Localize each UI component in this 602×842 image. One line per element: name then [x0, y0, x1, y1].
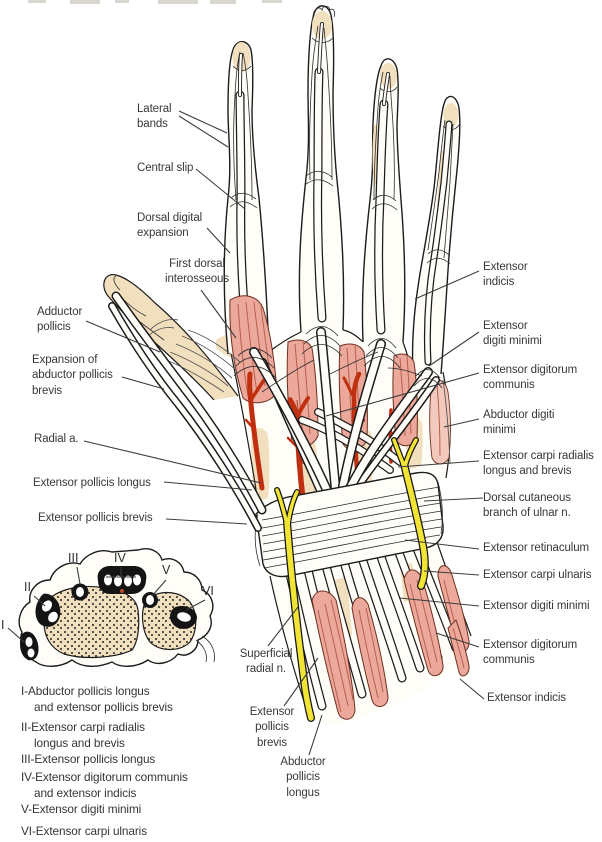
compartment-2	[35, 593, 61, 627]
compartment-1	[20, 631, 39, 661]
label-abductor-pollicis-longus-lower: Abductor pollicis longus	[280, 756, 326, 799]
inset-numeral-5: V	[162, 563, 171, 577]
label-dorsal-cutaneous-ulnar: Dorsal cutaneous branch of ulnar n.	[483, 492, 571, 520]
label-dorsal-digital-expansion: Dorsal digital expansion	[137, 212, 203, 240]
legend-item-5: V-Extensor digiti minimi	[21, 802, 142, 816]
label-extensor-indicis-upper: Extensor indicis	[483, 261, 528, 289]
leader-lines	[7, 110, 485, 756]
label-adductor-pollicis: Adductor pollicis	[37, 306, 83, 334]
inset-numeral-3: III	[68, 551, 79, 565]
label-extensor-carpi-ulnaris: Extensor carpi ulnaris	[483, 569, 592, 581]
label-extensor-carpi-radialis: Extensor carpi radialis longus and brevi…	[483, 450, 594, 478]
top-edge-smudges	[28, 0, 282, 4]
compartment-4	[97, 566, 147, 594]
label-extensor-digitorum-communis-lower: Extensor digitorum communis	[483, 639, 578, 667]
thumb-tendons	[108, 291, 267, 532]
label-central-slip: Central slip	[137, 162, 194, 174]
knuckle-hoods	[233, 326, 443, 389]
label-extensor-pollicis-longus: Extensor pollicis longus	[33, 477, 151, 489]
legend-item-6: VI-Extensor carpi ulnaris	[21, 824, 148, 838]
legend-item-2: II-Extensor carpi radialis longus and br…	[21, 720, 145, 750]
label-extensor-indicis-lower: Extensor indicis	[487, 692, 566, 704]
label-first-dorsal-interosseous: First dorsal interosseous	[164, 258, 229, 286]
dorsal-ulnar-cutaneous-nerve	[391, 437, 429, 590]
superficial-radial-nerve	[274, 487, 315, 722]
little-finger	[411, 95, 461, 375]
legend-item-4: IV-Extensor digitorum communis and exten…	[21, 770, 188, 800]
label-radial-artery: Radial a.	[34, 433, 79, 445]
label-extensor-pollicis-brevis-lower: Extensor pollicis brevis	[249, 706, 295, 749]
label-extensor-pollicis-brevis: Extensor pollicis brevis	[38, 512, 153, 524]
inset-numeral-4: IV	[114, 551, 126, 565]
compartment-6	[170, 606, 197, 629]
inset-numeral-1: I	[1, 618, 5, 632]
label-superficial-radial-nerve: Superficial radial n.	[239, 648, 293, 676]
nerves	[274, 437, 429, 722]
compartment-3	[71, 583, 89, 601]
label-extensor-digiti-minimi-upper: Extensor digiti minimi	[483, 320, 542, 348]
ring-finger	[361, 58, 406, 343]
compartment-5	[142, 592, 158, 608]
label-extensor-retinaculum: Extensor retinaculum	[483, 542, 590, 554]
forearm-muscle-bellies	[311, 565, 470, 720]
radial-artery	[247, 371, 265, 491]
radius-bone	[43, 585, 140, 659]
middle-finger	[298, 5, 345, 333]
label-expansion-abductor-pollicis-brevis: Expansion of abductor pollicis brevis	[32, 354, 113, 397]
legend-item-1: I-Abductor pollicis longus and extensor …	[21, 684, 173, 714]
inset-numeral-2: II	[24, 580, 31, 594]
label-abductor-digiti-minimi: Abductor digiti minimi	[483, 409, 555, 437]
legend-item-3: III-Extensor pollicis longus	[21, 752, 156, 766]
thenar-fiber-fans	[165, 329, 241, 393]
label-lateral-bands: Lateral bands	[137, 103, 172, 131]
extensor-tendons	[249, 327, 440, 504]
label-extensor-digitorum-communis-upper: Extensor digitorum communis	[483, 364, 578, 392]
wrist-cross-section-inset	[18, 548, 215, 667]
label-extensor-digiti-minimi-lower: Extensor digiti minimi	[483, 600, 590, 612]
inset-numeral-6: VI	[202, 584, 214, 598]
